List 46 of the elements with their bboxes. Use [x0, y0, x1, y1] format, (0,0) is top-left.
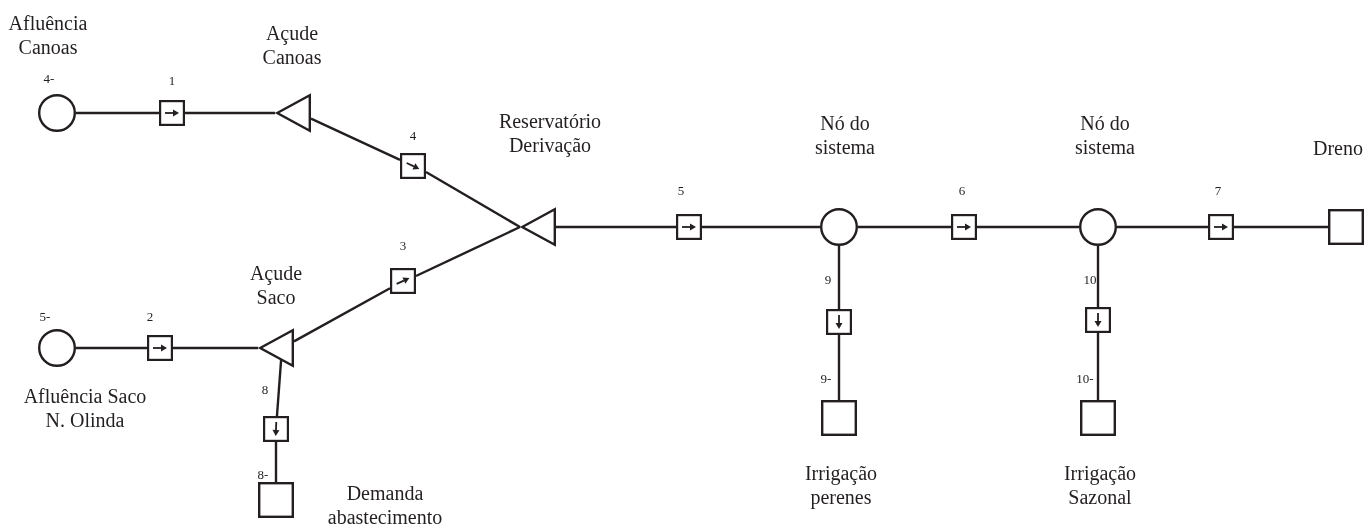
node-label: Reservatório Derivação: [497, 109, 603, 157]
link-number: 5: [677, 182, 685, 198]
connector-line: [858, 225, 951, 229]
connector-line: [1234, 225, 1328, 229]
node-label: Demanda abastecimento: [326, 481, 444, 529]
link-number: 6: [958, 182, 966, 198]
link-number: 4: [409, 127, 417, 143]
connector-line: [1096, 246, 1100, 307]
link-number: 2: [146, 308, 154, 324]
link-number: 8: [261, 381, 269, 397]
connector-line: [425, 171, 521, 229]
connector-line: [76, 346, 147, 350]
link-number: 7: [1214, 182, 1222, 198]
node-label: Afluência Canoas: [7, 11, 89, 59]
link-number: 3: [399, 237, 407, 253]
node-label: Dreno: [1312, 136, 1364, 160]
connector-line: [76, 111, 159, 115]
node-label: Irrigação Sazonal: [1062, 461, 1138, 509]
node-label: Açude Canoas: [261, 21, 323, 69]
node-number: 5-: [39, 308, 51, 324]
link-number: 9: [824, 271, 832, 287]
link-number: 1: [168, 72, 176, 88]
connector-line: [1117, 225, 1208, 229]
connector-line: [837, 335, 841, 400]
connector-line: [185, 111, 275, 115]
connector-line: [1096, 333, 1100, 400]
link-number: 10: [1083, 271, 1097, 287]
connector-line: [173, 346, 258, 350]
node-number: 10-: [1076, 370, 1094, 386]
connector-line: [310, 117, 401, 162]
connector-line: [977, 225, 1079, 229]
connector-line: [415, 225, 521, 278]
connector-line: [275, 360, 283, 417]
node-label: Açude Saco: [248, 261, 304, 309]
connector-line: [293, 287, 391, 343]
node-label: Nó do sistema: [814, 111, 876, 159]
connector-line: [702, 225, 820, 229]
node-label: Irrigação perenes: [803, 461, 879, 509]
connector-line: [837, 246, 841, 309]
node-number: 4-: [43, 70, 55, 86]
node-label: Afluência Saco N. Olinda: [22, 384, 148, 432]
node-label: Nó do sistema: [1074, 111, 1136, 159]
node-number: 9-: [820, 370, 832, 386]
connector-line: [274, 442, 278, 482]
connector-line: [556, 225, 676, 229]
node-number: 8-: [257, 466, 269, 482]
